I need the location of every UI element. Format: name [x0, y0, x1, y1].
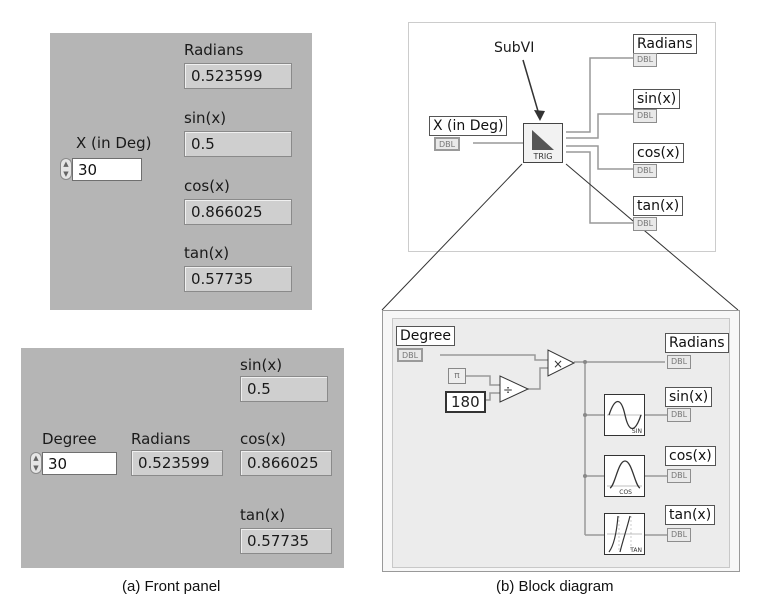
- degree-terminal[interactable]: DBL: [397, 348, 424, 362]
- caption-front-panel: (a) Front panel: [122, 578, 221, 595]
- radians-indicator-b: 0.523599: [131, 450, 223, 476]
- svg-text:÷: ÷: [503, 383, 513, 397]
- x-in-deg-label: X (in Deg): [76, 134, 152, 152]
- tan-node-text: TAN: [630, 547, 642, 554]
- degree-label: Degree: [42, 430, 97, 448]
- cos-terminal-label: cos(x): [633, 143, 684, 163]
- cos-node-text: COS: [619, 489, 632, 496]
- radians-terminal[interactable]: DBL: [633, 53, 658, 67]
- pi-constant[interactable]: π: [448, 368, 466, 384]
- sin-node-text: SIN: [631, 428, 642, 435]
- cos-indicator-b: 0.866025: [240, 450, 332, 476]
- cos-label: cos(x): [184, 177, 230, 195]
- tangent-function-node[interactable]: TAN: [604, 513, 645, 555]
- tan-label: tan(x): [184, 244, 230, 262]
- radians-label: Radians: [184, 41, 244, 59]
- divide-node: [499, 375, 530, 403]
- cos-terminal-b[interactable]: DBL: [667, 469, 692, 483]
- sin-terminal[interactable]: DBL: [633, 109, 658, 123]
- sin-indicator-b: 0.5: [240, 376, 328, 402]
- svg-text:×: ×: [553, 357, 563, 371]
- degree-spinner[interactable]: ▲▼: [30, 452, 42, 474]
- radians-terminal-label: Radians: [633, 34, 697, 54]
- tan-label-b: tan(x): [240, 506, 286, 524]
- sin-label: sin(x): [184, 109, 227, 127]
- tan-terminal-label: tan(x): [633, 196, 684, 216]
- constant-180[interactable]: 180: [445, 391, 486, 413]
- tan-indicator-b: 0.57735: [240, 528, 332, 554]
- trig-icon-text: TRIG: [533, 152, 553, 161]
- front-panel-b: sin(x) 0.5 Degree Radians cos(x) ▲▼ 30 0…: [21, 348, 344, 568]
- tan-terminal-b[interactable]: DBL: [667, 528, 692, 542]
- subvi-label: SubVI: [494, 40, 535, 56]
- sin-terminal-b[interactable]: DBL: [667, 408, 692, 422]
- x-in-deg-input[interactable]: 30: [72, 158, 142, 181]
- tan-indicator: 0.57735: [184, 266, 292, 292]
- multiply-node: [547, 349, 576, 377]
- cos-terminal[interactable]: DBL: [633, 164, 658, 178]
- sin-label-b: sin(x): [240, 356, 283, 374]
- degree-input[interactable]: 30: [42, 452, 117, 475]
- x-in-deg-spinner[interactable]: ▲▼: [60, 158, 72, 180]
- front-panel-a: Radians 0.523599 sin(x) 0.5 X (in Deg) ▲…: [50, 33, 312, 310]
- radians-label-b: Radians: [131, 430, 191, 448]
- sine-function-node[interactable]: SIN: [604, 394, 645, 436]
- x-in-deg-terminal-label: X (in Deg): [429, 116, 508, 136]
- radians-terminal-b[interactable]: DBL: [667, 355, 692, 369]
- tan-terminal[interactable]: DBL: [633, 217, 658, 231]
- cos-label-b: cos(x): [240, 430, 286, 448]
- x-in-deg-terminal[interactable]: DBL: [434, 137, 461, 151]
- cos-terminal-label-b: cos(x): [665, 446, 716, 466]
- sin-terminal-label: sin(x): [633, 89, 681, 109]
- degree-terminal-label: Degree: [396, 326, 455, 346]
- sin-terminal-label-b: sin(x): [665, 387, 713, 407]
- tan-terminal-label-b: tan(x): [665, 505, 716, 525]
- sin-indicator: 0.5: [184, 131, 292, 157]
- radians-indicator: 0.523599: [184, 63, 292, 89]
- trig-subvi-icon[interactable]: TRIG: [523, 123, 563, 163]
- radians-terminal-label-b: Radians: [665, 333, 729, 353]
- cos-indicator: 0.866025: [184, 199, 292, 225]
- caption-block-diagram: (b) Block diagram: [496, 578, 614, 595]
- cosine-function-node[interactable]: COS: [604, 455, 645, 497]
